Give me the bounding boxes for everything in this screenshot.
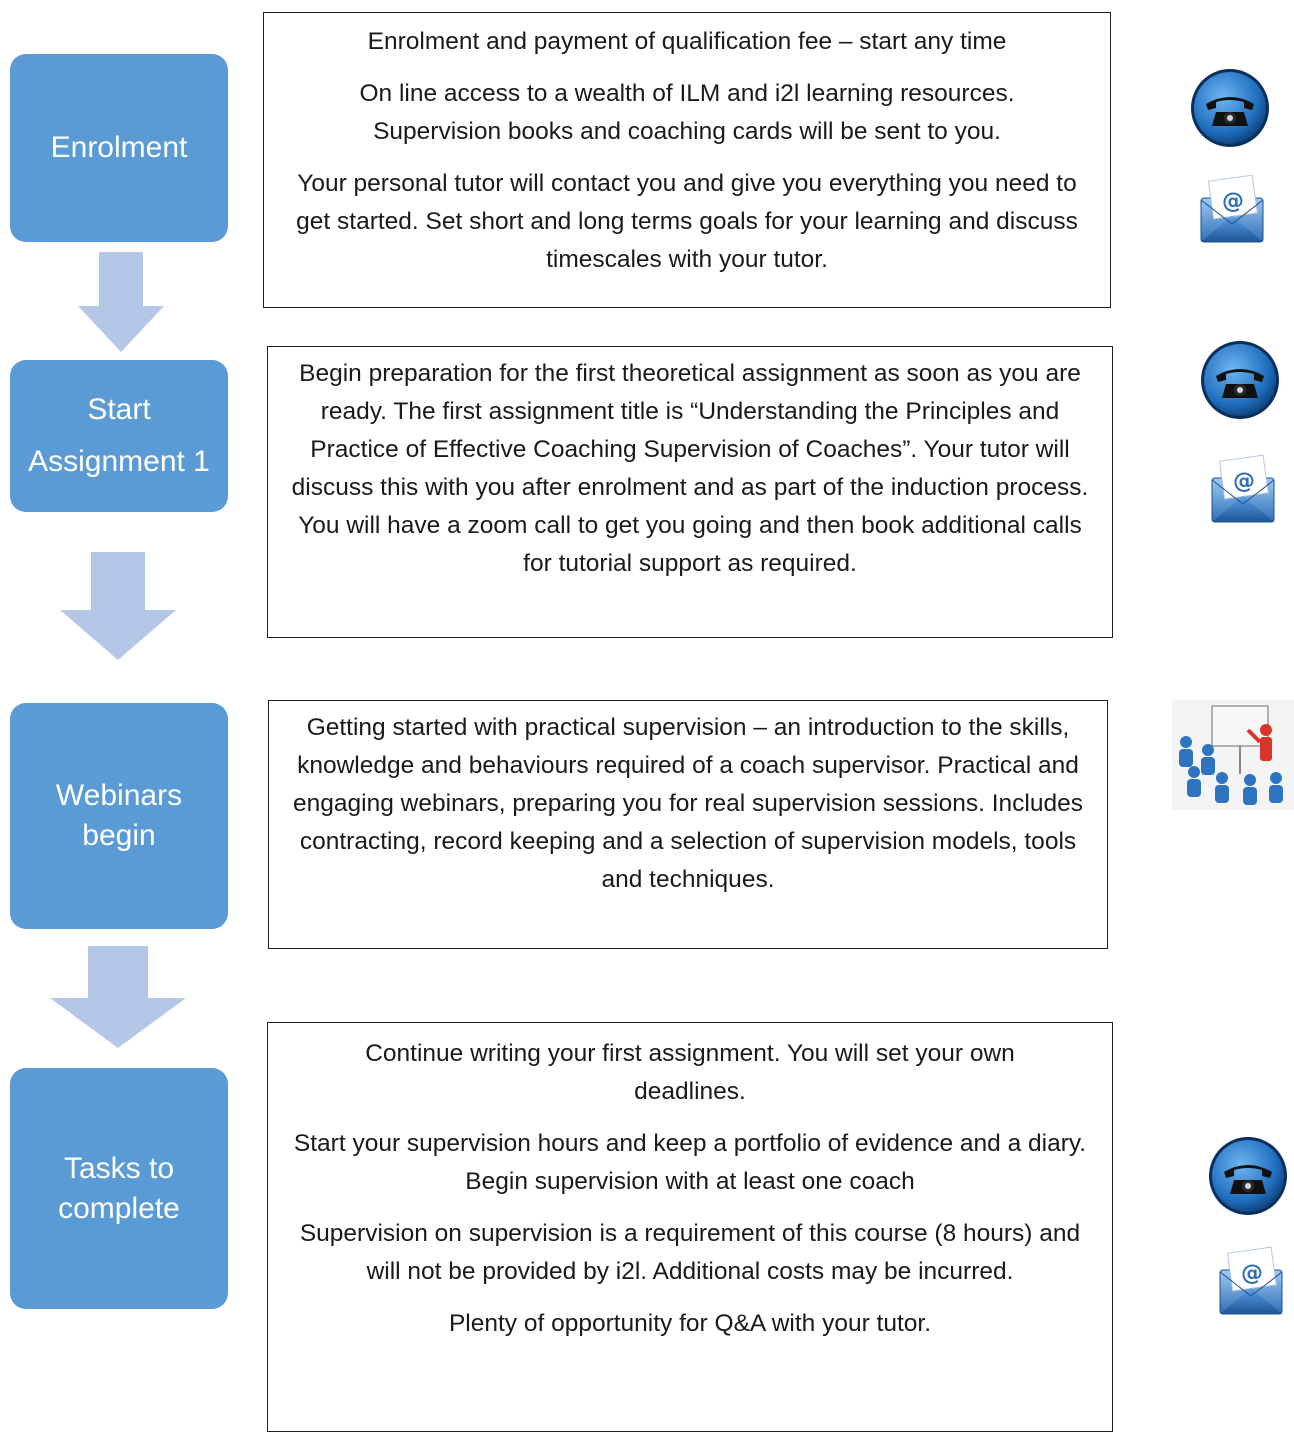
content-box-tasks: Continue writing your first assignment. … <box>267 1022 1113 1432</box>
stage-label-line: Assignment 1 <box>28 445 210 478</box>
stage-label-line: Webinars <box>55 779 183 812</box>
down-arrow <box>50 946 186 1048</box>
content-box-assignment: Begin preparation for the first theoreti… <box>267 346 1113 638</box>
paragraph: Begin preparation for the first theoreti… <box>291 360 1089 577</box>
phone-icon <box>1201 341 1279 419</box>
down-arrow <box>78 252 164 352</box>
phone-icon <box>1191 69 1269 147</box>
presentation-icon <box>1172 700 1294 810</box>
email-icon <box>1200 174 1264 243</box>
content-box-enrolment: Enrolment and payment of qualification f… <box>263 12 1111 308</box>
stage-tasks: Tasks to complete <box>10 1068 228 1309</box>
down-arrow <box>60 552 176 660</box>
stage-webinars: Webinars begin <box>10 703 228 929</box>
paragraph: Enrolment and payment of qualification f… <box>367 28 1007 55</box>
phone-icon <box>1209 1137 1287 1215</box>
stage-enrolment: Enrolment <box>10 54 228 242</box>
paragraph: Supervision on supervision is a requirem… <box>299 1220 1081 1285</box>
stage-label-line: Enrolment <box>50 131 188 164</box>
stage-label-line: begin <box>82 819 156 852</box>
paragraph: On line access to a wealth of ILM and i2… <box>359 80 1015 145</box>
paragraph: Plenty of opportunity for Q&A with your … <box>448 1310 932 1337</box>
paragraph: Getting started with practical supervisi… <box>293 714 1083 893</box>
email-icon <box>1219 1246 1283 1315</box>
paragraph: Continue writing your first assignment. … <box>365 1040 1015 1105</box>
stage-start-assignment: Start Assignment 1 <box>10 360 228 512</box>
stage-label-line: complete <box>58 1191 180 1225</box>
stage-label-line: Start <box>87 393 151 426</box>
content-box-webinars: Getting started with practical supervisi… <box>268 700 1108 949</box>
paragraph: Your personal tutor will contact you and… <box>296 170 1078 273</box>
paragraph: Start your supervision hours and keep a … <box>293 1130 1087 1195</box>
stage-label-line: Tasks to <box>63 1151 175 1185</box>
email-icon <box>1211 454 1275 523</box>
